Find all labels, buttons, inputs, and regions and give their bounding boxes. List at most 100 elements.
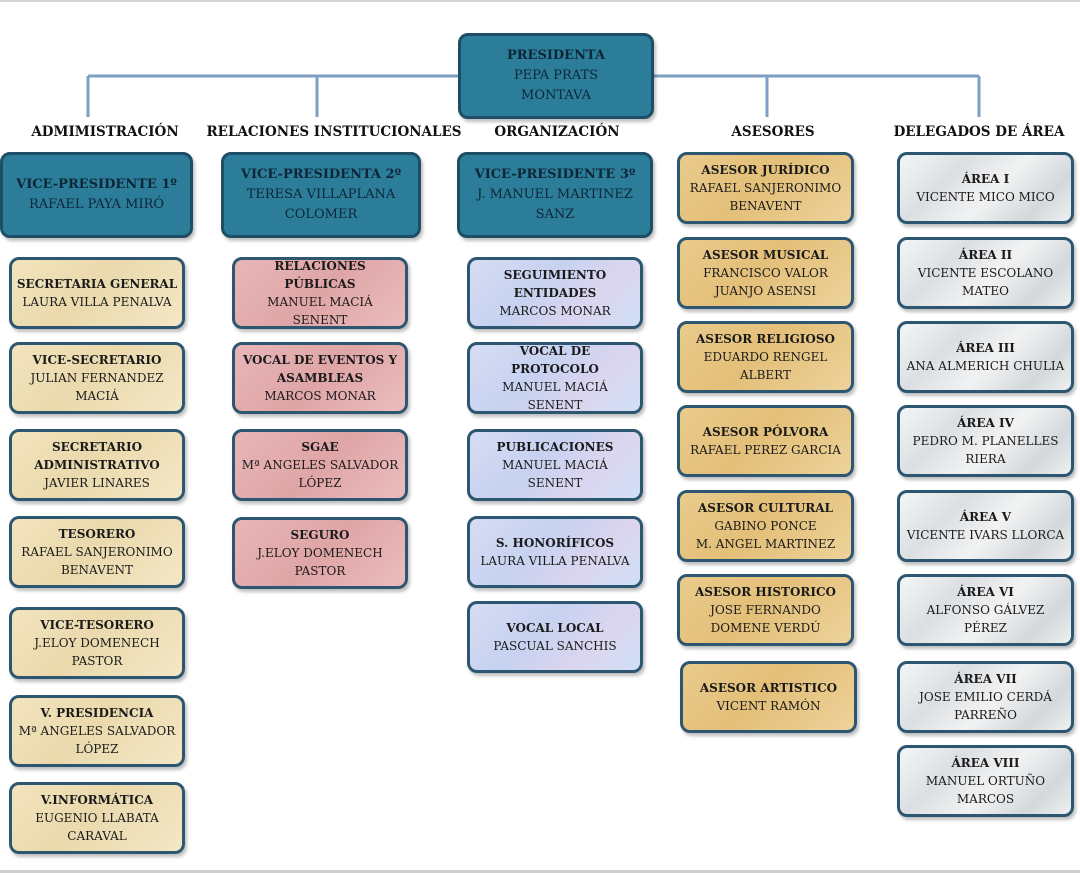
- item-title-line: V.INFORMÁTICA: [40, 793, 154, 807]
- organizacion-item-3: PUBLICACIONES MANUEL MACIÁ SENENT: [467, 429, 643, 501]
- item-title-line: ÁREA III: [956, 341, 1015, 355]
- item-name-line: MANUEL MACIÁ SENENT: [267, 295, 373, 327]
- item-title-line: ASESOR JURÍDICO: [701, 163, 830, 177]
- item-title-line: ÁREA V: [959, 510, 1012, 524]
- item-title-line: SECRETARIO: [51, 440, 143, 454]
- item-title-line: ÁREA I: [961, 172, 1010, 186]
- item-title-line: ÁREA VI: [957, 585, 1014, 599]
- item-name-line: MARCOS: [956, 792, 1015, 806]
- column-header-organizacion: ORGANIZACIÓN: [494, 124, 620, 140]
- item-name-line: MACIÁ: [75, 389, 119, 403]
- item-name-line: EUGENIO LLABATA: [35, 811, 159, 825]
- item-name-line: MANUEL MACIÁ SENENT: [502, 458, 608, 490]
- item-name-line: MANUEL ORTUÑO: [925, 774, 1046, 788]
- item-name-line: LÓPEZ: [75, 742, 119, 756]
- item-title-line: RELACIONES PÚBLICAS: [274, 259, 366, 291]
- item-name-line: J.ELOY DOMENECH: [34, 636, 160, 650]
- item-title-line: ASESOR HISTORICO: [695, 585, 836, 599]
- column-header-asesores: ASESORES: [731, 124, 815, 140]
- vice-president-3-box: VICE-PRESIDENTE 3º J. MANUEL MARTINEZ SA…: [457, 152, 653, 238]
- item-name-line: M. ANGEL MARTINEZ: [695, 537, 836, 551]
- item-title-line: VOCAL DE PROTOCOLO: [511, 344, 599, 376]
- vice-president-3-title: VICE-PRESIDENTE 3º: [474, 167, 636, 182]
- item-name-line: PASCUAL SANCHIS: [493, 639, 617, 653]
- asesor-item-1: ASESOR JURÍDICO RAFAEL SANJERONIMO BENAVEN…: [677, 152, 854, 224]
- area-item-1: ÁREA I VICENTE MICO MICO: [897, 152, 1074, 224]
- president-title: PRESIDENTA: [506, 48, 606, 63]
- asesor-item-2: ASESOR MUSICAL FRANCISCO VALOR JUANJO ASEN…: [677, 237, 854, 309]
- item-name-line: FRANCISCO VALOR: [703, 266, 828, 280]
- vice-president-2-name-line2: COLOMER: [284, 207, 358, 222]
- item-name-line: J.ELOY DOMENECH: [257, 546, 383, 560]
- item-name-line: ANA ALMERICH CHULIA: [906, 359, 1065, 373]
- item-title-line: ADMINISTRATIVO: [34, 458, 160, 472]
- bottom-border-line: [0, 870, 1080, 873]
- item-title-line: VOCAL LOCAL: [506, 621, 604, 635]
- item-title-line: SGAE: [301, 440, 339, 454]
- admin-item-1: SECRETARIA GENERAL LAURA VILLA PENALVA: [9, 257, 185, 329]
- item-name-line: LÓPEZ: [298, 476, 342, 490]
- item-name-line: VICENTE ESCOLANO: [917, 266, 1054, 280]
- item-name-line: PASTOR: [294, 564, 346, 578]
- item-name-line: PARREÑO: [954, 708, 1017, 722]
- area-item-4: ÁREA IV PEDRO M. PLANELLES RIERA: [897, 405, 1074, 477]
- item-title-line: S. HONORÍFICOS: [495, 536, 615, 550]
- item-title-line: ASAMBLEAS: [276, 371, 364, 385]
- item-name-line: JOSE EMILIO CERDÁ: [919, 690, 1052, 704]
- item-title-line: VICE-TESORERO: [40, 618, 154, 632]
- item-name-line: GABINO PONCE: [714, 519, 817, 533]
- item-name-line: LAURA VILLA PENALVA: [22, 295, 172, 309]
- item-name-line: VICENTE IVARS LLORCA: [906, 528, 1065, 542]
- item-title-line: ENTIDADES: [513, 286, 597, 300]
- item-name-line: RAFAEL SANJERONIMO: [689, 181, 842, 195]
- asesor-item-5: ASESOR CULTURAL GABINO PONCE M. ANGEL MART…: [677, 490, 854, 562]
- item-name-line: PÉREZ: [964, 621, 1007, 635]
- item-name-line: MARCOS MONAR: [499, 304, 611, 318]
- item-title-line: ÁREA IV: [957, 416, 1014, 430]
- admin-item-5: VICE-TESORERO J.ELOY DOMENECH PASTOR: [9, 607, 185, 679]
- item-name-line: BENAVENT: [729, 199, 802, 213]
- item-title-line: ASESOR MUSICAL: [702, 248, 829, 262]
- item-name-line: VICENTE MICO MICO: [916, 190, 1055, 204]
- item-name-line: VICENT RAMÓN: [716, 699, 821, 713]
- vice-president-1-title: VICE-PRESIDENTE 1º: [16, 177, 177, 192]
- vice-president-2-name-line1: TERESA VILLAPLANA: [246, 187, 396, 202]
- item-title-line: SECRETARIA GENERAL: [16, 277, 178, 291]
- item-name-line: DOMENE VERDÚ: [710, 621, 821, 635]
- item-name-line: ALFONSO GÁLVEZ: [926, 603, 1045, 617]
- item-name-line: JULIAN FERNANDEZ: [30, 371, 164, 385]
- area-item-3: ÁREA III ANA ALMERICH CHULIA: [897, 321, 1074, 393]
- item-name-line: MATEO: [962, 284, 1009, 298]
- top-border-line: [0, 0, 1080, 2]
- vice-president-1-box: VICE-PRESIDENTE 1º RAFAEL PAYA MIRÓ: [0, 152, 193, 238]
- item-name-line: RIERA: [965, 452, 1006, 466]
- president-name-line2: MONTAVA: [521, 88, 591, 103]
- item-title-line: ASESOR CULTURAL: [698, 501, 833, 515]
- item-name-line: RAFAEL SANJERONIMO: [21, 545, 173, 559]
- item-name-line: Mª ANGELES SALVADOR: [18, 724, 176, 738]
- item-title-line: PUBLICACIONES: [496, 440, 614, 454]
- item-name-line: BENAVENT: [60, 563, 134, 577]
- item-name-line: MANUEL MACIÁ SENENT: [502, 380, 608, 412]
- item-name-line: JUANJO ASENSI: [714, 284, 817, 298]
- president-name-line1: PEPA PRATS: [513, 68, 599, 83]
- item-title-line: ÁREA VIII: [951, 756, 1020, 770]
- relaciones-item-1: RELACIONES PÚBLICAS MANUEL MACIÁ SENENT: [232, 257, 408, 329]
- organizacion-item-5: VOCAL LOCAL PASCUAL SANCHIS: [467, 601, 643, 673]
- item-name-line: PASTOR: [71, 654, 123, 668]
- item-name-line: MARCOS MONAR: [264, 389, 376, 403]
- item-name-line: PEDRO M. PLANELLES: [912, 434, 1059, 448]
- president-box: PRESIDENTA PEPA PRATS MONTAVA: [458, 33, 654, 119]
- item-name-line: ALBERT: [739, 368, 792, 382]
